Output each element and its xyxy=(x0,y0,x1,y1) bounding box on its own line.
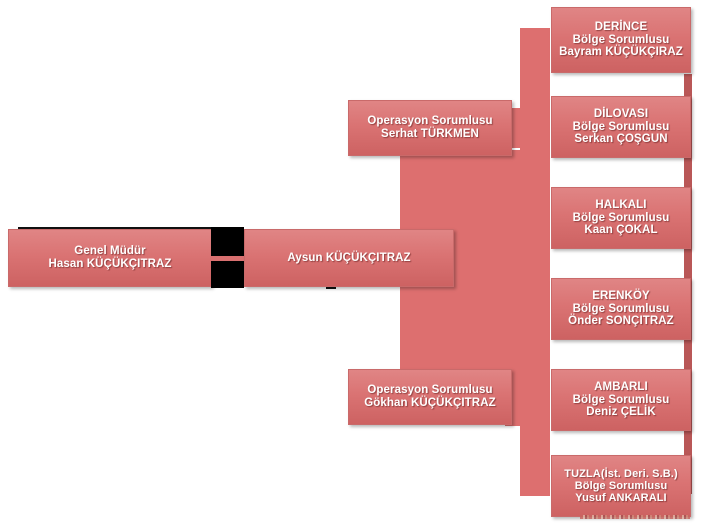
bottom-edge-artifact xyxy=(580,515,690,519)
region-erenkoy-title: ERENKÖY xyxy=(592,289,650,302)
rule-above-general-manager xyxy=(18,227,214,229)
node-operations-2[interactable]: Operasyon Sorumlusu Gökhan KÜÇÜKÇITRAZ xyxy=(348,369,512,425)
node-region-derince[interactable]: DERİNCE Bölge Sorumlusu Bayram KÜÇÜKÇIRA… xyxy=(551,7,691,73)
operations-1-role: Operasyon Sorumlusu xyxy=(367,115,493,128)
region-dilovasi-person: Serkan ÇOŞGUN xyxy=(574,133,668,146)
node-general-manager[interactable]: Genel Müdür Hasan KÜÇÜKÇITRAZ xyxy=(8,229,212,287)
redaction-block-upper xyxy=(211,227,244,256)
operations-1-person: Serhat TÜRKMEN xyxy=(381,128,479,140)
assistant-person: Aysun KÜÇÜKÇITRAZ xyxy=(287,251,411,264)
node-region-tuzla[interactable]: TUZLA(İst. Deri. S.B.) Bölge Sorumlusu Y… xyxy=(551,455,691,517)
region-halkali-person: Kaan ÇOKAL xyxy=(584,224,658,237)
region-tuzla-person: Yusuf ANKARALI xyxy=(575,492,667,505)
node-region-ambarli[interactable]: AMBARLI Bölge Sorumlusu Deniz ÇELİK xyxy=(551,369,691,431)
region-ambarli-title: AMBARLI xyxy=(594,380,648,393)
general-manager-person: Hasan KÜÇÜKÇITRAZ xyxy=(48,258,172,270)
operations-2-person: Gökhan KÜÇÜKÇITRAZ xyxy=(364,397,496,409)
tick-under-assistant xyxy=(326,286,336,289)
node-region-erenkoy[interactable]: ERENKÖY Bölge Sorumlusu Önder SONÇITRAZ xyxy=(551,278,691,340)
node-region-dilovasi[interactable]: DİLOVASI Bölge Sorumlusu Serkan ÇOŞGUN xyxy=(551,96,691,158)
region-dilovasi-role: Bölge Sorumlusu xyxy=(572,120,670,133)
general-manager-role: Genel Müdür xyxy=(74,245,146,258)
region-derince-person: Bayram KÜÇÜKÇIRAZ xyxy=(559,46,683,59)
node-operations-1[interactable]: Operasyon Sorumlusu Serhat TÜRKMEN xyxy=(348,100,512,156)
region-erenkoy-role: Bölge Sorumlusu xyxy=(572,302,670,315)
node-region-halkali[interactable]: HALKALI Bölge Sorumlusu Kaan ÇOKAL xyxy=(551,187,691,249)
redaction-divider xyxy=(211,256,244,261)
region-erenkoy-person: Önder SONÇITRAZ xyxy=(568,315,674,328)
region-halkali-role: Bölge Sorumlusu xyxy=(572,211,670,224)
region-ambarli-person: Deniz ÇELİK xyxy=(586,406,656,419)
node-assistant[interactable]: Aysun KÜÇÜKÇITRAZ xyxy=(244,229,454,287)
region-ambarli-role: Bölge Sorumlusu xyxy=(572,393,670,406)
region-tuzla-role: Bölge Sorumlusu xyxy=(574,479,668,492)
operations-2-role: Operasyon Sorumlusu xyxy=(367,384,493,397)
region-derince-role: Bölge Sorumlusu xyxy=(572,33,670,46)
region-halkali-title: HALKALI xyxy=(595,198,647,211)
region-tuzla-title: TUZLA(İst. Deri. S.B.) xyxy=(564,467,678,480)
region-dilovasi-title: DİLOVASI xyxy=(593,107,649,120)
redaction-block-lower xyxy=(211,261,244,288)
region-derince-title: DERİNCE xyxy=(594,20,648,33)
